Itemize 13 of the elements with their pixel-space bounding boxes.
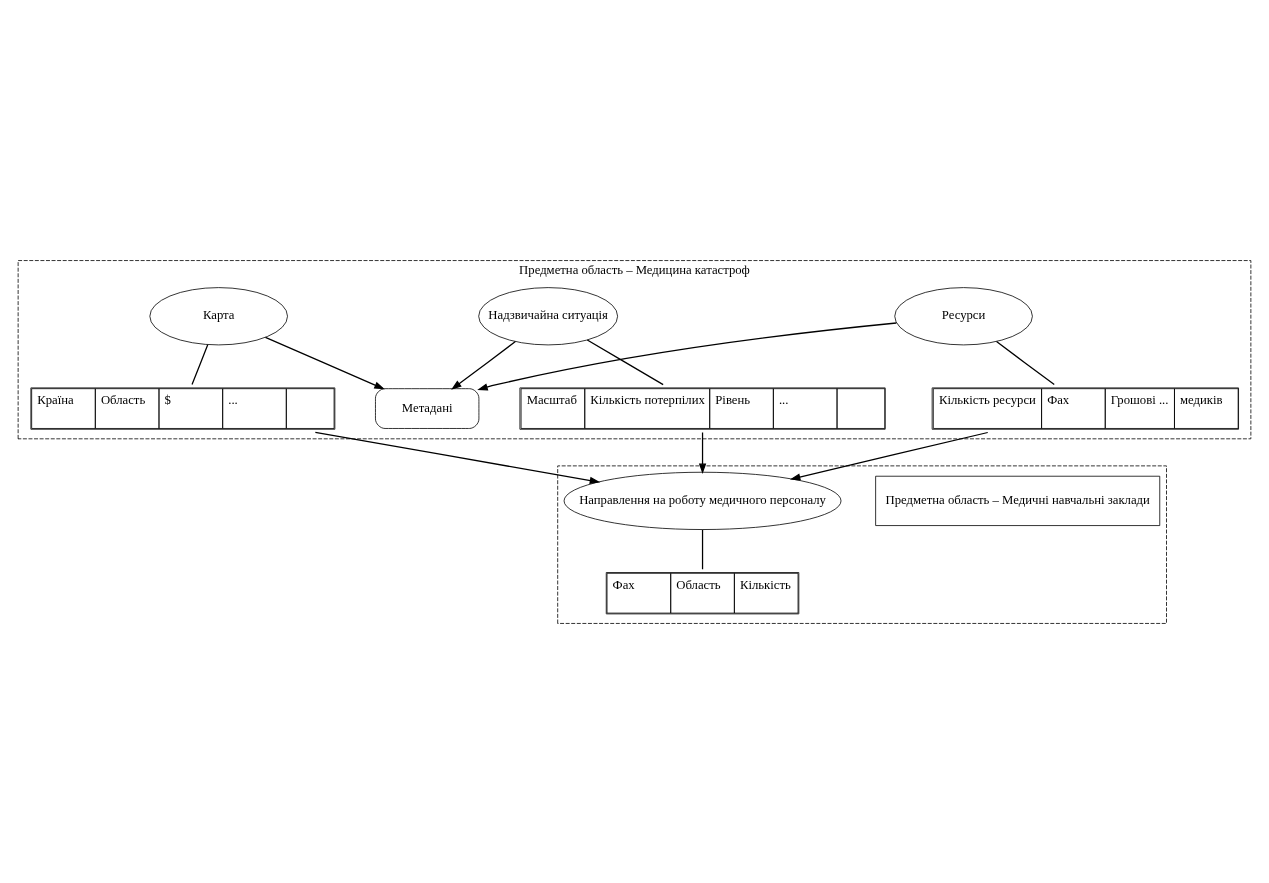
arrow [698,431,707,474]
connector [701,528,704,570]
node-box: Метадані [375,387,480,429]
connector [995,340,1055,385]
arrow [264,336,385,389]
node-ellipse: Ресурси [894,286,1033,345]
node-box: Предметна область – Медичні навчальні заклади [875,475,1161,526]
arrow [477,321,897,391]
node-ellipse: Надзвичайна ситуація [478,286,618,345]
connector [586,338,664,385]
node-ellipse: Карта [149,286,288,345]
arrow [451,340,517,390]
connector [191,343,209,385]
